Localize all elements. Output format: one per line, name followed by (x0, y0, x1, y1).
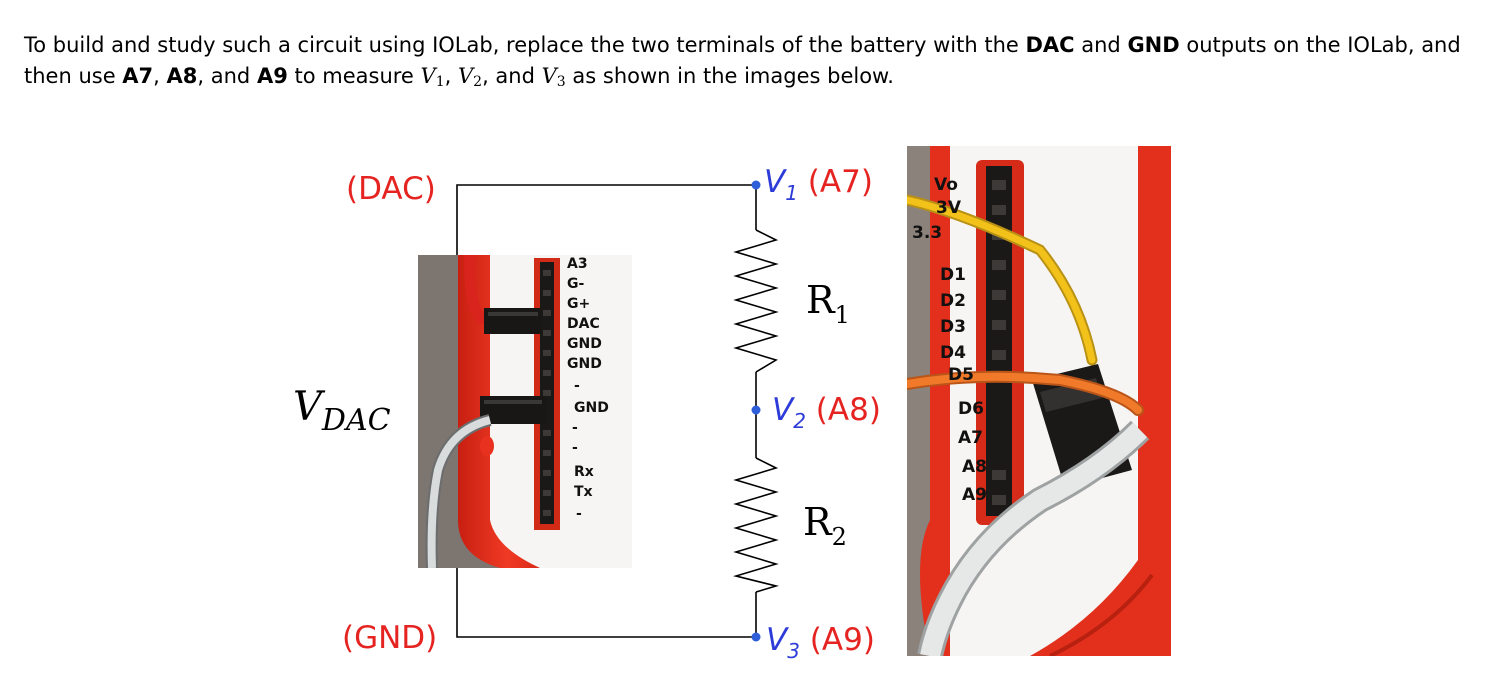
intro-text: and (1074, 33, 1128, 57)
intro-v2: V2 (457, 64, 483, 90)
intro-a8: A8 (166, 64, 198, 88)
resistor-r2 (732, 457, 780, 593)
intro-paragraph: To build and study such a circuit using … (24, 30, 1464, 92)
intro-text: , (444, 64, 458, 88)
node-v3-dot (751, 632, 761, 642)
r2-label: R2 (803, 500, 847, 551)
v3-a9-label: V3 (A9) (766, 622, 875, 663)
v1-a7-label: V1 (A7) (764, 164, 873, 205)
svg-text:A3 G- G+: A3 G- G+ DAC GND GND - GND - - Rx Tx - (567, 256, 614, 522)
intro-text: outputs on the IOLab, and then use (24, 33, 1461, 88)
right-photo-pin-labels: Vo 3V 3.3 D1 D2 D3 D4 D5 D6 A7 A8 A9 (912, 175, 993, 505)
intro-text: to measure (287, 64, 421, 88)
intro-text: , and (197, 64, 257, 88)
node-v2-dot (751, 405, 761, 415)
v2-a8-label: V2 (A8) (772, 392, 881, 433)
gnd-label: (GND) (342, 620, 437, 656)
intro-v1: V1 (420, 64, 445, 90)
vdac-label: VDAC (293, 384, 391, 438)
intro-gnd: GND (1127, 33, 1180, 57)
resistor-r1 (733, 229, 779, 373)
intro-text: To build and study such a circuit using … (24, 33, 1026, 57)
intro-a7: A7 (122, 64, 154, 88)
intro-v3: V3 (541, 64, 566, 90)
r1-label: R1 (806, 278, 850, 329)
intro-a9: A9 (256, 64, 288, 88)
dac-label: (DAC) (346, 171, 436, 207)
photo-left-dac-gnd: A3 G- G+ DAC GND GND - GND - - Rx Tx - (418, 255, 632, 568)
intro-text: , and (482, 64, 542, 88)
intro-text: , (153, 64, 167, 88)
node-v1-dot (751, 180, 761, 190)
intro-text: as shown in the images below. (565, 64, 894, 88)
photo-right-a7-a8-a9: Vo 3V 3.3 D1 D2 D3 D4 D5 D6 A7 A8 A9 (907, 146, 1171, 656)
intro-dac: DAC (1025, 33, 1075, 57)
